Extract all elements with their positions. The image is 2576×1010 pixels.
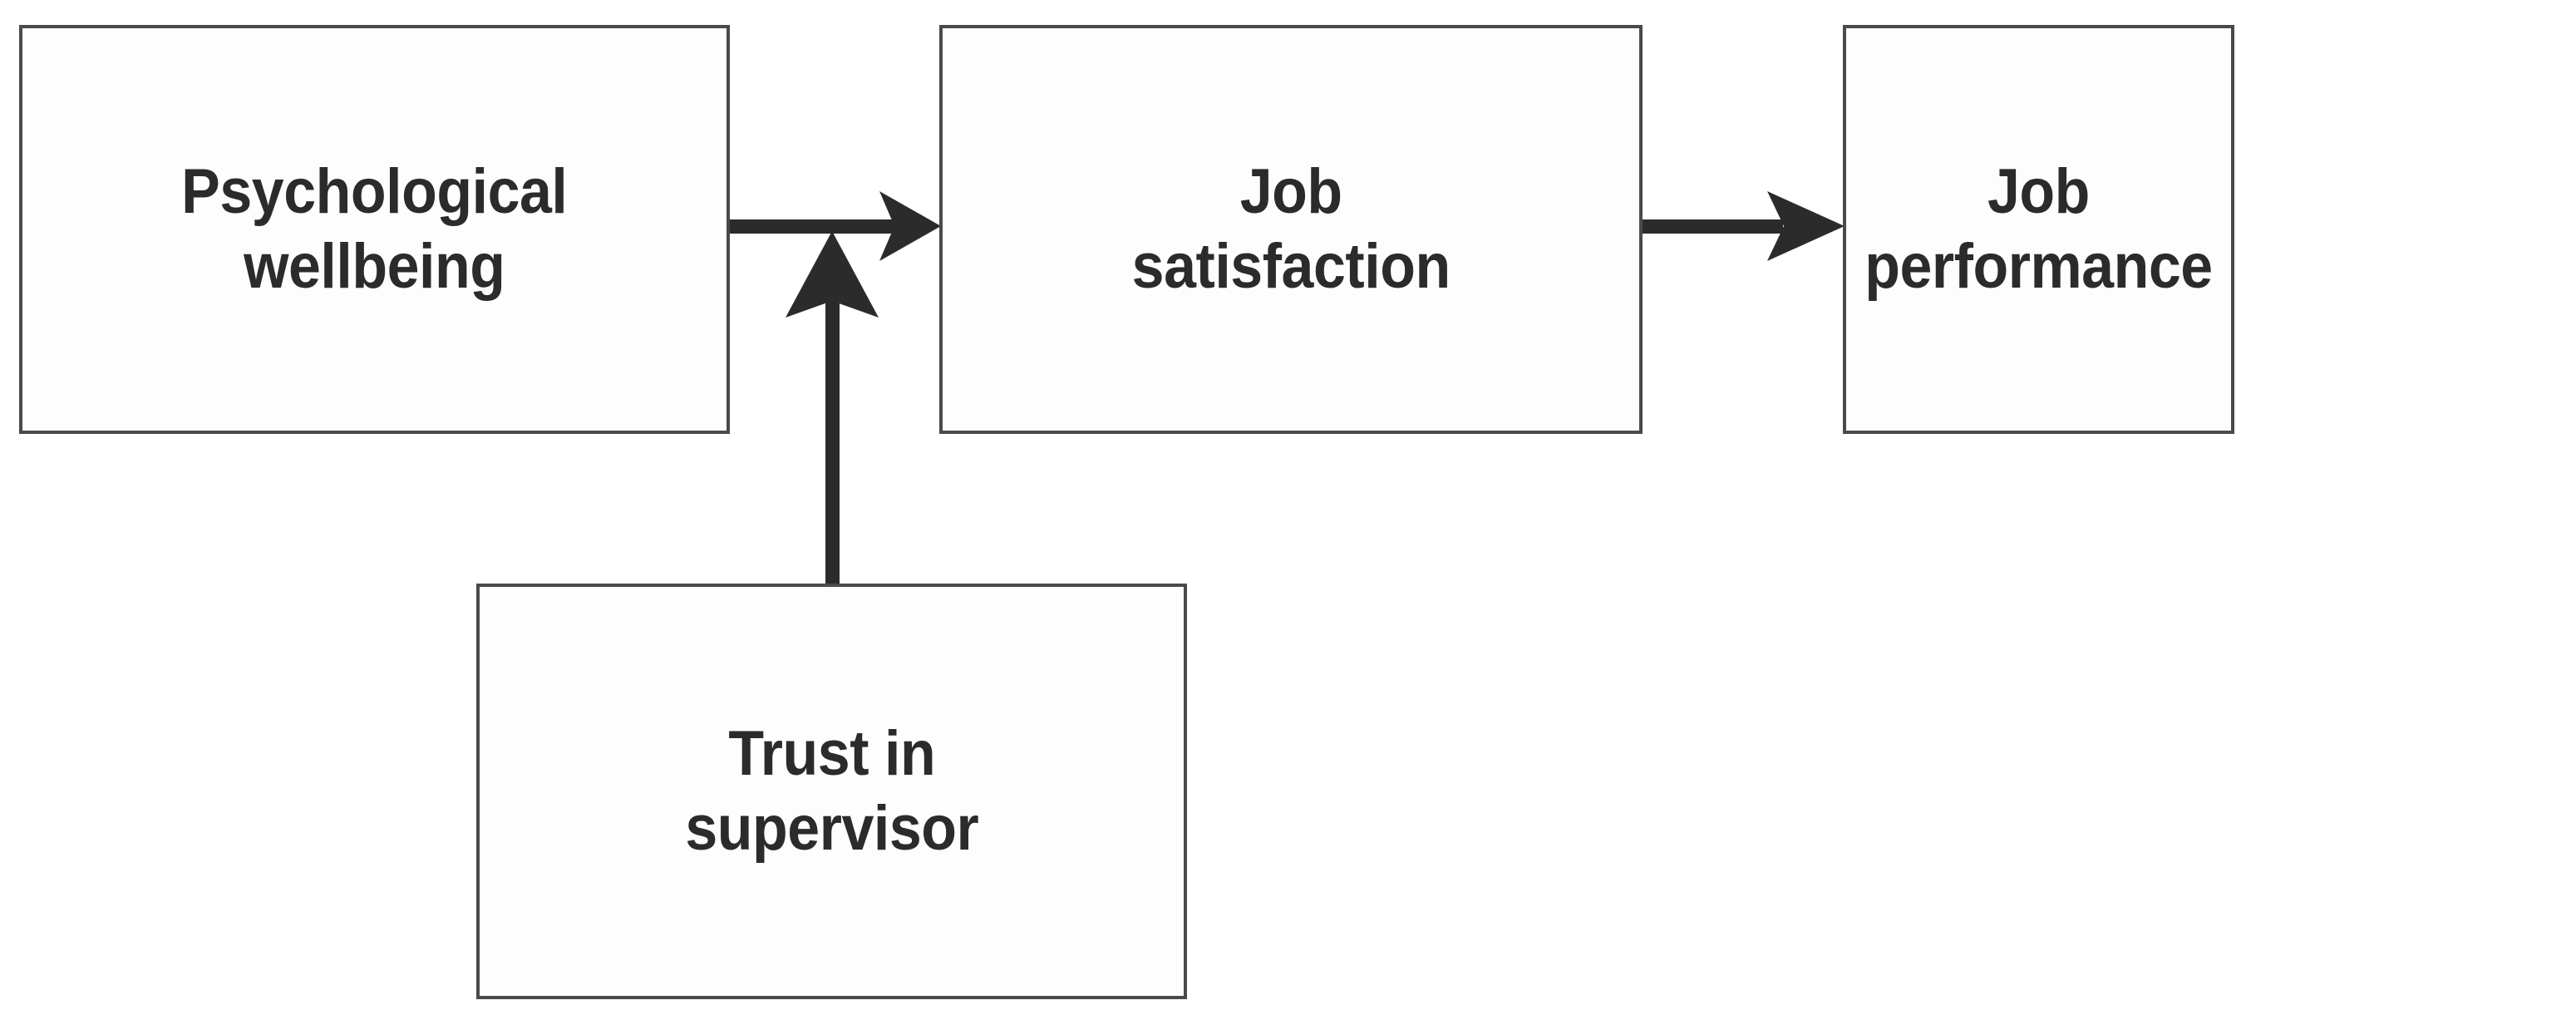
node-label-job-performance: Job performance [1864, 156, 2213, 302]
node-label-job-satisfaction: Job satisfaction [1131, 156, 1451, 302]
node-label-psychological-wellbeing: Psychological wellbeing [181, 156, 568, 302]
arrow-satisfaction-to-performance [1642, 191, 1845, 261]
node-box-job-performance[interactable]: Job performance [1843, 25, 2234, 434]
node-label-trust-in-supervisor: Trust in supervisor [685, 718, 978, 864]
node-box-trust-in-supervisor[interactable]: Trust in supervisor [476, 584, 1187, 999]
arrow-trust-to-wellbeing-satisfaction-path [786, 231, 879, 586]
node-box-psychological-wellbeing[interactable]: Psychological wellbeing [19, 25, 730, 434]
arrow-wellbeing-to-satisfaction [730, 191, 941, 261]
node-box-job-satisfaction[interactable]: Job satisfaction [939, 25, 1643, 434]
